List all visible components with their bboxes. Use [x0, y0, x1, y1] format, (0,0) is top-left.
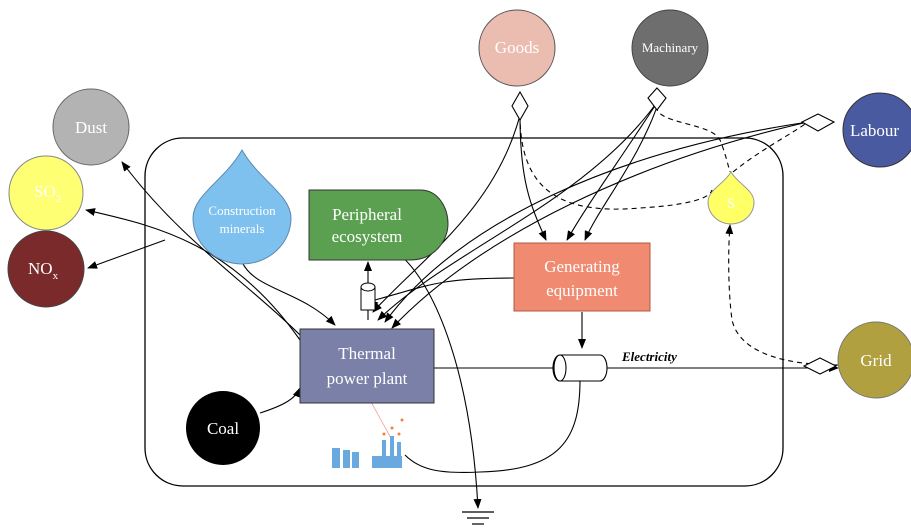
- flow-goods-to-equipment: [519, 114, 547, 241]
- labour-node: Labour: [842, 92, 911, 168]
- construction-minerals-label-2: minerals: [220, 221, 265, 236]
- grid-diamond: [802, 357, 838, 375]
- goods-diamond: [511, 90, 529, 122]
- flow-machinery-to-equipment-2: [584, 97, 661, 241]
- machinery-label: Machinary: [642, 40, 699, 55]
- generating-equipment-node: Generating equipment: [513, 242, 651, 312]
- so2-subscript: 2: [56, 193, 62, 205]
- flow-machinery-to-solar: [656, 97, 731, 173]
- flow-bus-return: [404, 379, 581, 473]
- svg-text:SO2: SO2: [34, 182, 61, 205]
- nox-subscript: x: [53, 270, 59, 282]
- peripheral-ecosystem-node: Peripheral ecosystem: [308, 189, 449, 261]
- so2-node: SO2: [8, 155, 84, 231]
- solar-node: S: [707, 171, 755, 225]
- goods-node: Goods: [478, 9, 556, 87]
- nox-label: NO: [28, 259, 53, 278]
- ground-icon: [462, 511, 494, 525]
- flow-branch-to-nox: [87, 239, 166, 269]
- labour-diamond: [800, 113, 836, 132]
- thermal-power-plant-label-1: Thermal: [338, 344, 396, 363]
- grid-label: Grid: [860, 351, 892, 370]
- flow-plant-to-dust: [121, 161, 301, 336]
- generating-equipment-label-1: Generating: [544, 257, 620, 276]
- nox-node: NOx: [7, 230, 85, 308]
- construction-minerals-label-1: Construction: [208, 203, 276, 218]
- machinery-node: Machinary: [631, 9, 709, 87]
- dust-node: Dust: [52, 88, 130, 166]
- labour-label: Labour: [850, 121, 899, 140]
- goods-label: Goods: [495, 38, 539, 57]
- flow-minerals-to-plant: [241, 261, 336, 326]
- construction-minerals-node: Construction minerals: [192, 148, 292, 265]
- machinery-diamond: [647, 87, 667, 111]
- thermal-power-plant-label-2: power plant: [327, 369, 408, 388]
- flow-machinery-to-equipment-1: [566, 97, 661, 241]
- flow-labour-to-plant-1: [384, 121, 809, 323]
- flow-labour-to-plant-2: [391, 121, 809, 329]
- flow-goods-loop: [519, 114, 713, 210]
- ecosystem-valve: [360, 282, 376, 311]
- grid-node: Grid: [837, 321, 911, 399]
- coal-label: Coal: [207, 419, 239, 438]
- flow-machinery-to-plant: [377, 97, 661, 321]
- factory-icon: [332, 399, 404, 468]
- flow-coal-to-plant: [259, 387, 301, 414]
- dust-label: Dust: [75, 118, 107, 137]
- svg-text:NOx: NOx: [28, 259, 59, 282]
- flow-ecosystem-to-ground: [399, 254, 482, 509]
- electricity-bus: [552, 354, 608, 382]
- peripheral-ecosystem-label-2: ecosystem: [332, 227, 403, 246]
- system-boundary: [144, 137, 784, 487]
- electricity-label: Electricity: [621, 349, 677, 364]
- so2-label: SO: [34, 182, 56, 201]
- flow-plant-to-so2: [85, 208, 301, 341]
- peripheral-ecosystem-label-1: Peripheral: [332, 205, 402, 224]
- thermal-power-plant-node: Thermal power plant: [299, 328, 435, 404]
- generating-equipment-label-2: equipment: [546, 281, 618, 300]
- solar-label: S: [727, 196, 735, 212]
- flow-equipment-to-plant: [370, 277, 515, 311]
- flow-goods-to-plant: [372, 114, 521, 313]
- flow-solar-to-labour: [732, 121, 809, 173]
- coal-node: Coal: [186, 391, 260, 465]
- flow-grid-to-solar: [725, 224, 839, 366]
